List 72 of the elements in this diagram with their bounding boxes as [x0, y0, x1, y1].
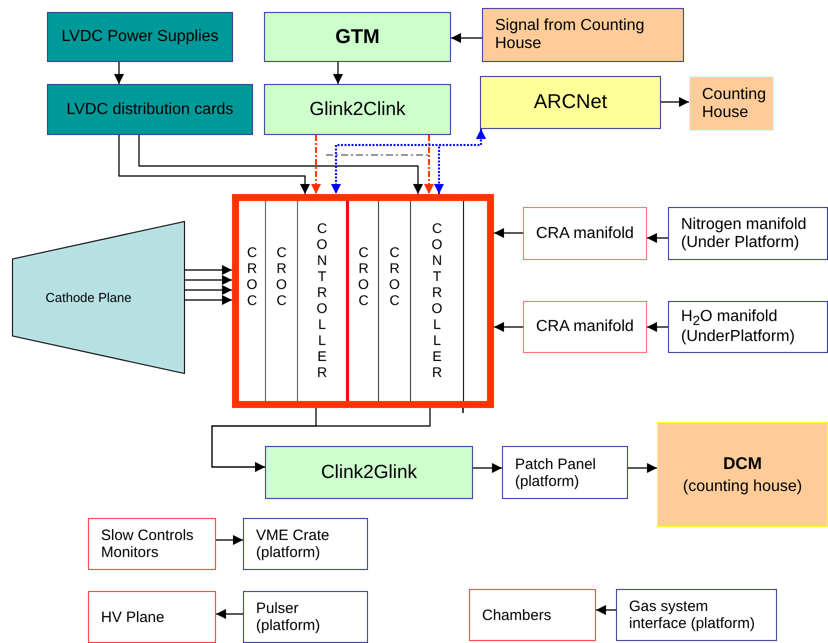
- process-box: [88, 518, 216, 570]
- box-label: Chambers: [482, 606, 552, 624]
- process-box: [502, 446, 628, 499]
- arrow: [647, 233, 668, 243]
- process-box: [264, 12, 451, 62]
- box-label: Pulser (platform): [256, 600, 322, 634]
- process-box: [668, 301, 828, 353]
- process-box: [668, 207, 828, 260]
- process-box: [47, 84, 253, 135]
- arrow: [333, 62, 343, 84]
- arrow: [114, 62, 124, 84]
- box-label: Glink2Clink: [309, 98, 406, 120]
- box-label: CRA manifold: [536, 224, 634, 242]
- arrow: [596, 605, 616, 615]
- process-box: [689, 76, 774, 131]
- arrow: [185, 265, 232, 275]
- arrow: [138, 135, 423, 194]
- box-label: Slow Controls Monitors: [101, 527, 195, 561]
- arrow: [185, 285, 232, 295]
- arrow: [424, 135, 434, 194]
- box-label: CRA manifold: [536, 318, 634, 336]
- crate-frame: [232, 194, 494, 408]
- box-label: LVDC Power Supplies: [61, 28, 219, 46]
- arrow: [185, 295, 232, 305]
- box-label: Gas system interface (platform): [629, 598, 756, 632]
- process-box: [264, 84, 451, 135]
- slot-label: CROC: [275, 245, 288, 309]
- slot-label: CROC: [357, 245, 370, 309]
- box-label: Clink2Glink: [320, 462, 418, 484]
- arrow: [451, 33, 482, 43]
- arrow: [216, 609, 243, 619]
- process-box: [88, 591, 216, 643]
- arrow: [185, 275, 232, 285]
- process-box: [469, 589, 596, 641]
- box-label: Nitrogen manifold (Under Platform): [681, 216, 808, 252]
- box-label: LVDC distribution cards: [66, 100, 234, 118]
- box-label: (counting house): [682, 478, 802, 496]
- process-box: [243, 591, 368, 643]
- process-box: [243, 518, 368, 570]
- process-box: [523, 207, 647, 260]
- arrow: [118, 135, 310, 194]
- process-box: [480, 76, 661, 129]
- arrow: [211, 408, 431, 472]
- box-label: VME Crate (platform): [256, 527, 330, 561]
- arrow: [311, 135, 321, 194]
- box-label: Signal from Counting House: [495, 17, 646, 53]
- arrow: [434, 129, 486, 194]
- box-label: H$_{2}$O manifold (UnderPlatform): [681, 308, 796, 346]
- process-box: [657, 422, 828, 527]
- box-label: GTM: [335, 26, 380, 48]
- slot-label: CROC: [388, 245, 401, 309]
- process-box: [523, 301, 647, 353]
- arrow: [494, 228, 523, 238]
- arrow: [661, 97, 689, 107]
- arrow: [647, 322, 668, 332]
- slot-label: CROC: [246, 245, 258, 309]
- box-label: DCM: [723, 454, 762, 474]
- process-box: [265, 446, 473, 499]
- box-label: ARCNet: [534, 91, 608, 114]
- process-box: [616, 589, 777, 641]
- box-label: Patch Panel (platform): [515, 456, 597, 490]
- box-label: Cathode Plane: [45, 290, 132, 305]
- arrow: [216, 535, 243, 545]
- process-box: [47, 12, 233, 62]
- box-label: HV Plane: [101, 608, 164, 626]
- arrow: [494, 322, 523, 332]
- box-label: Counting House: [702, 86, 766, 122]
- arrow: [628, 463, 657, 473]
- slot-label: CONTROLLER: [430, 221, 444, 381]
- slot-label: CONTROLLER: [316, 221, 328, 381]
- process-box: [482, 8, 684, 62]
- arrow: [473, 463, 502, 473]
